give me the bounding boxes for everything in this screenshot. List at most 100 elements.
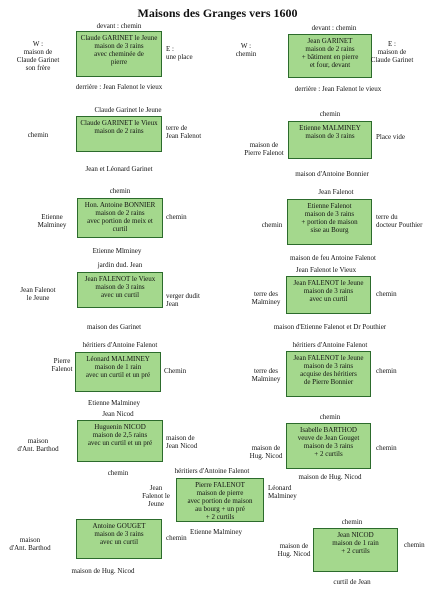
east-neighbor: chemin — [404, 541, 425, 549]
north-neighbor: Claude Garinet le Jeune — [94, 106, 162, 114]
house-owner: Hon. Antoine BONNIER — [84, 201, 156, 209]
north-neighbor: héritiers d'Antoine Falenot — [82, 341, 158, 349]
west-neighbor-line: son frère — [25, 64, 51, 72]
house-description: avec portion de meix et — [87, 217, 153, 225]
south-neighbor: derrière : Jean Falenot le vieux — [75, 83, 163, 91]
west-neighbor-line: W : — [32, 40, 44, 48]
east-neighbor: chemin — [376, 290, 397, 298]
north-neighbor: Jean Nicod — [102, 410, 134, 418]
north-neighbor: devant : chemin — [311, 24, 357, 32]
north-neighbor: héritiers d'Antoine Falenot — [174, 467, 250, 475]
east-neighbor: chemin — [376, 444, 397, 452]
house-description: curtil — [112, 225, 128, 233]
east-neighbor-line: chemin — [166, 213, 187, 221]
north-neighbor: Jean Falenot — [318, 188, 354, 196]
house-description: maison de 2 rains — [305, 45, 355, 53]
north-neighbor: héritiers d'Antoine Falenot — [292, 341, 368, 349]
house-description: avec un curtil — [99, 538, 139, 546]
house-description: avec portion de maison — [187, 497, 253, 505]
west-neighbor-line: maison de — [249, 141, 279, 149]
house-owner: Léonard MALMINEY — [86, 355, 150, 363]
west-neighbor-line: terre des — [254, 367, 278, 375]
east-neighbor: chemin — [166, 213, 187, 221]
south-neighbor: Etienne Malminey — [190, 528, 242, 536]
south-neighbor: maison des Garinet — [86, 323, 142, 331]
west-neighbor-line: maison de — [23, 48, 53, 56]
east-neighbor-line: chemin — [376, 290, 397, 298]
house-description: avec un curtil et un pré — [87, 439, 153, 447]
east-neighbor-line: E : — [166, 45, 174, 53]
house-description: + 2 curtils — [205, 513, 235, 521]
house-description: maison de 3 rains — [95, 283, 145, 291]
south-neighbor: maison de feu Antoine Falenot — [290, 254, 376, 262]
west-neighbor-line: Falenot le — [142, 492, 170, 500]
east-neighbor-line: Claude Garinet — [370, 56, 414, 64]
house-description: maison de 3 rains — [94, 42, 144, 50]
house-description: maison de 1 rain — [332, 539, 379, 547]
west-neighbor: W :chemin — [236, 42, 257, 58]
west-neighbor-line: Claude Garinet — [16, 56, 60, 64]
west-neighbor-line: Jean — [149, 484, 163, 492]
house-description: et four, devant — [309, 61, 351, 69]
house-description: avec un curtil — [100, 291, 140, 299]
west-neighbor-line: maison — [27, 437, 49, 445]
house-description: + portion de maison — [301, 218, 358, 226]
west-neighbor-line: maison de — [251, 444, 281, 452]
east-neighbor-line: chemin — [376, 367, 397, 375]
page-title: Maisons des Granges vers 1600 — [137, 6, 298, 20]
east-neighbor-line: verger dudit — [166, 292, 200, 300]
house-description: au bourg + un pré — [195, 505, 245, 513]
east-neighbor-line: Jean Nicod — [166, 442, 198, 450]
north-neighbor: chemin — [109, 187, 131, 195]
east-neighbor-line: terre de — [166, 124, 188, 132]
south-neighbor: curtil de Jean — [333, 578, 371, 586]
west-neighbor-line: Jeune — [148, 500, 164, 508]
house-description: + 2 curtils — [341, 547, 370, 555]
house-owner: Pierre FALENOT — [195, 481, 245, 489]
house-description: avec un curtil et un pré — [85, 371, 151, 379]
house-description: maison de 3 rains — [303, 362, 354, 370]
house-description: maison de 1 rain — [94, 363, 142, 371]
west-neighbor-line: chemin — [235, 50, 257, 58]
east-neighbor: chemin — [166, 534, 187, 542]
house-owner: Jean FALENOT le Vieux — [84, 275, 156, 283]
west-neighbor-line: maison — [19, 536, 41, 544]
east-neighbor-line: chemin — [404, 541, 425, 549]
house-description: + bâtiment en pierre — [301, 53, 359, 61]
west-neighbor: chemin — [28, 131, 49, 139]
house-description: maison de 3 rains — [303, 442, 354, 450]
north-neighbor: chemin — [319, 110, 341, 118]
north-neighbor: Jean Falenot le Vieux — [295, 266, 357, 274]
east-neighbor: chemin — [376, 367, 397, 375]
house-owner: Antoine GOUGET — [92, 522, 146, 530]
east-neighbor-line: Jean Falenot — [166, 132, 202, 140]
east-neighbor-line: chemin — [376, 444, 397, 452]
east-neighbor-line: E : — [388, 40, 396, 48]
west-neighbor-line: terre des — [254, 290, 278, 298]
house-description: avec cheminée de — [94, 50, 144, 58]
east-neighbor: E :une place — [166, 45, 193, 61]
west-neighbor-line: Malminey — [251, 375, 281, 383]
east-neighbor-line: une place — [166, 53, 193, 61]
west-neighbor-line: d'Ant. Barthod — [9, 544, 51, 552]
house-description: maison de 3 rains — [305, 132, 355, 140]
house-owner: Claude GARINET le Jeune — [80, 34, 158, 42]
